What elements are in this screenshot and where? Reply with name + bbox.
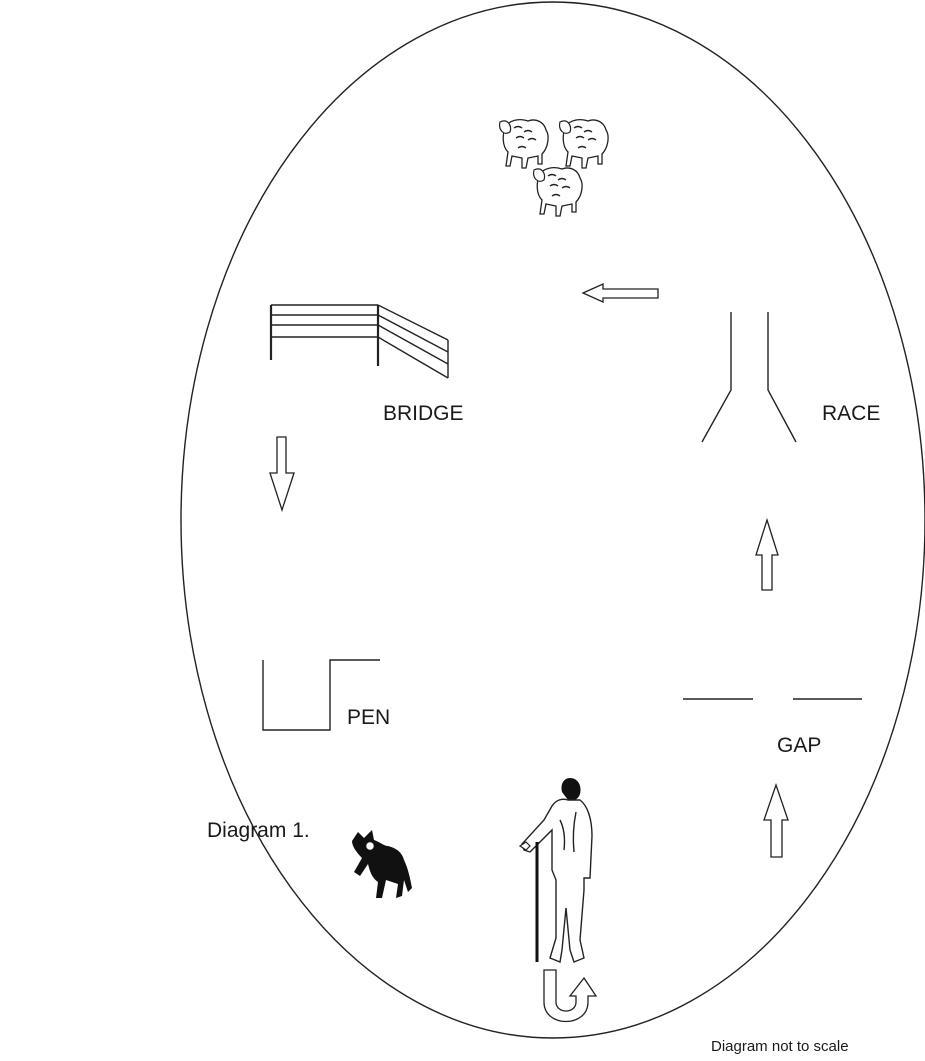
arrow-up-icon xyxy=(755,517,779,591)
arrow-down-icon xyxy=(269,436,295,513)
sheep-icon xyxy=(559,119,609,169)
sheep-icon xyxy=(499,119,549,169)
pen-obstacle xyxy=(262,659,380,731)
sheep-group xyxy=(499,119,609,217)
sheepdog-icon xyxy=(352,830,412,898)
arrow-up-icon xyxy=(763,782,789,858)
gap-label: GAP xyxy=(777,734,821,757)
race-obstacle xyxy=(701,312,797,443)
bridge-label: BRIDGE xyxy=(383,402,464,425)
field-boundary xyxy=(180,1,925,1039)
bridge-obstacle xyxy=(269,304,449,379)
scale-note: Diagram not to scale xyxy=(711,1038,849,1055)
sheep-icon xyxy=(533,167,583,217)
arrow-left-icon xyxy=(581,282,659,304)
diagram-caption: Diagram 1. xyxy=(207,819,310,842)
pen-label: PEN xyxy=(347,706,390,729)
race-label: RACE xyxy=(822,402,880,425)
handler-icon xyxy=(518,778,593,963)
u-turn-arrow-icon xyxy=(543,969,598,1023)
